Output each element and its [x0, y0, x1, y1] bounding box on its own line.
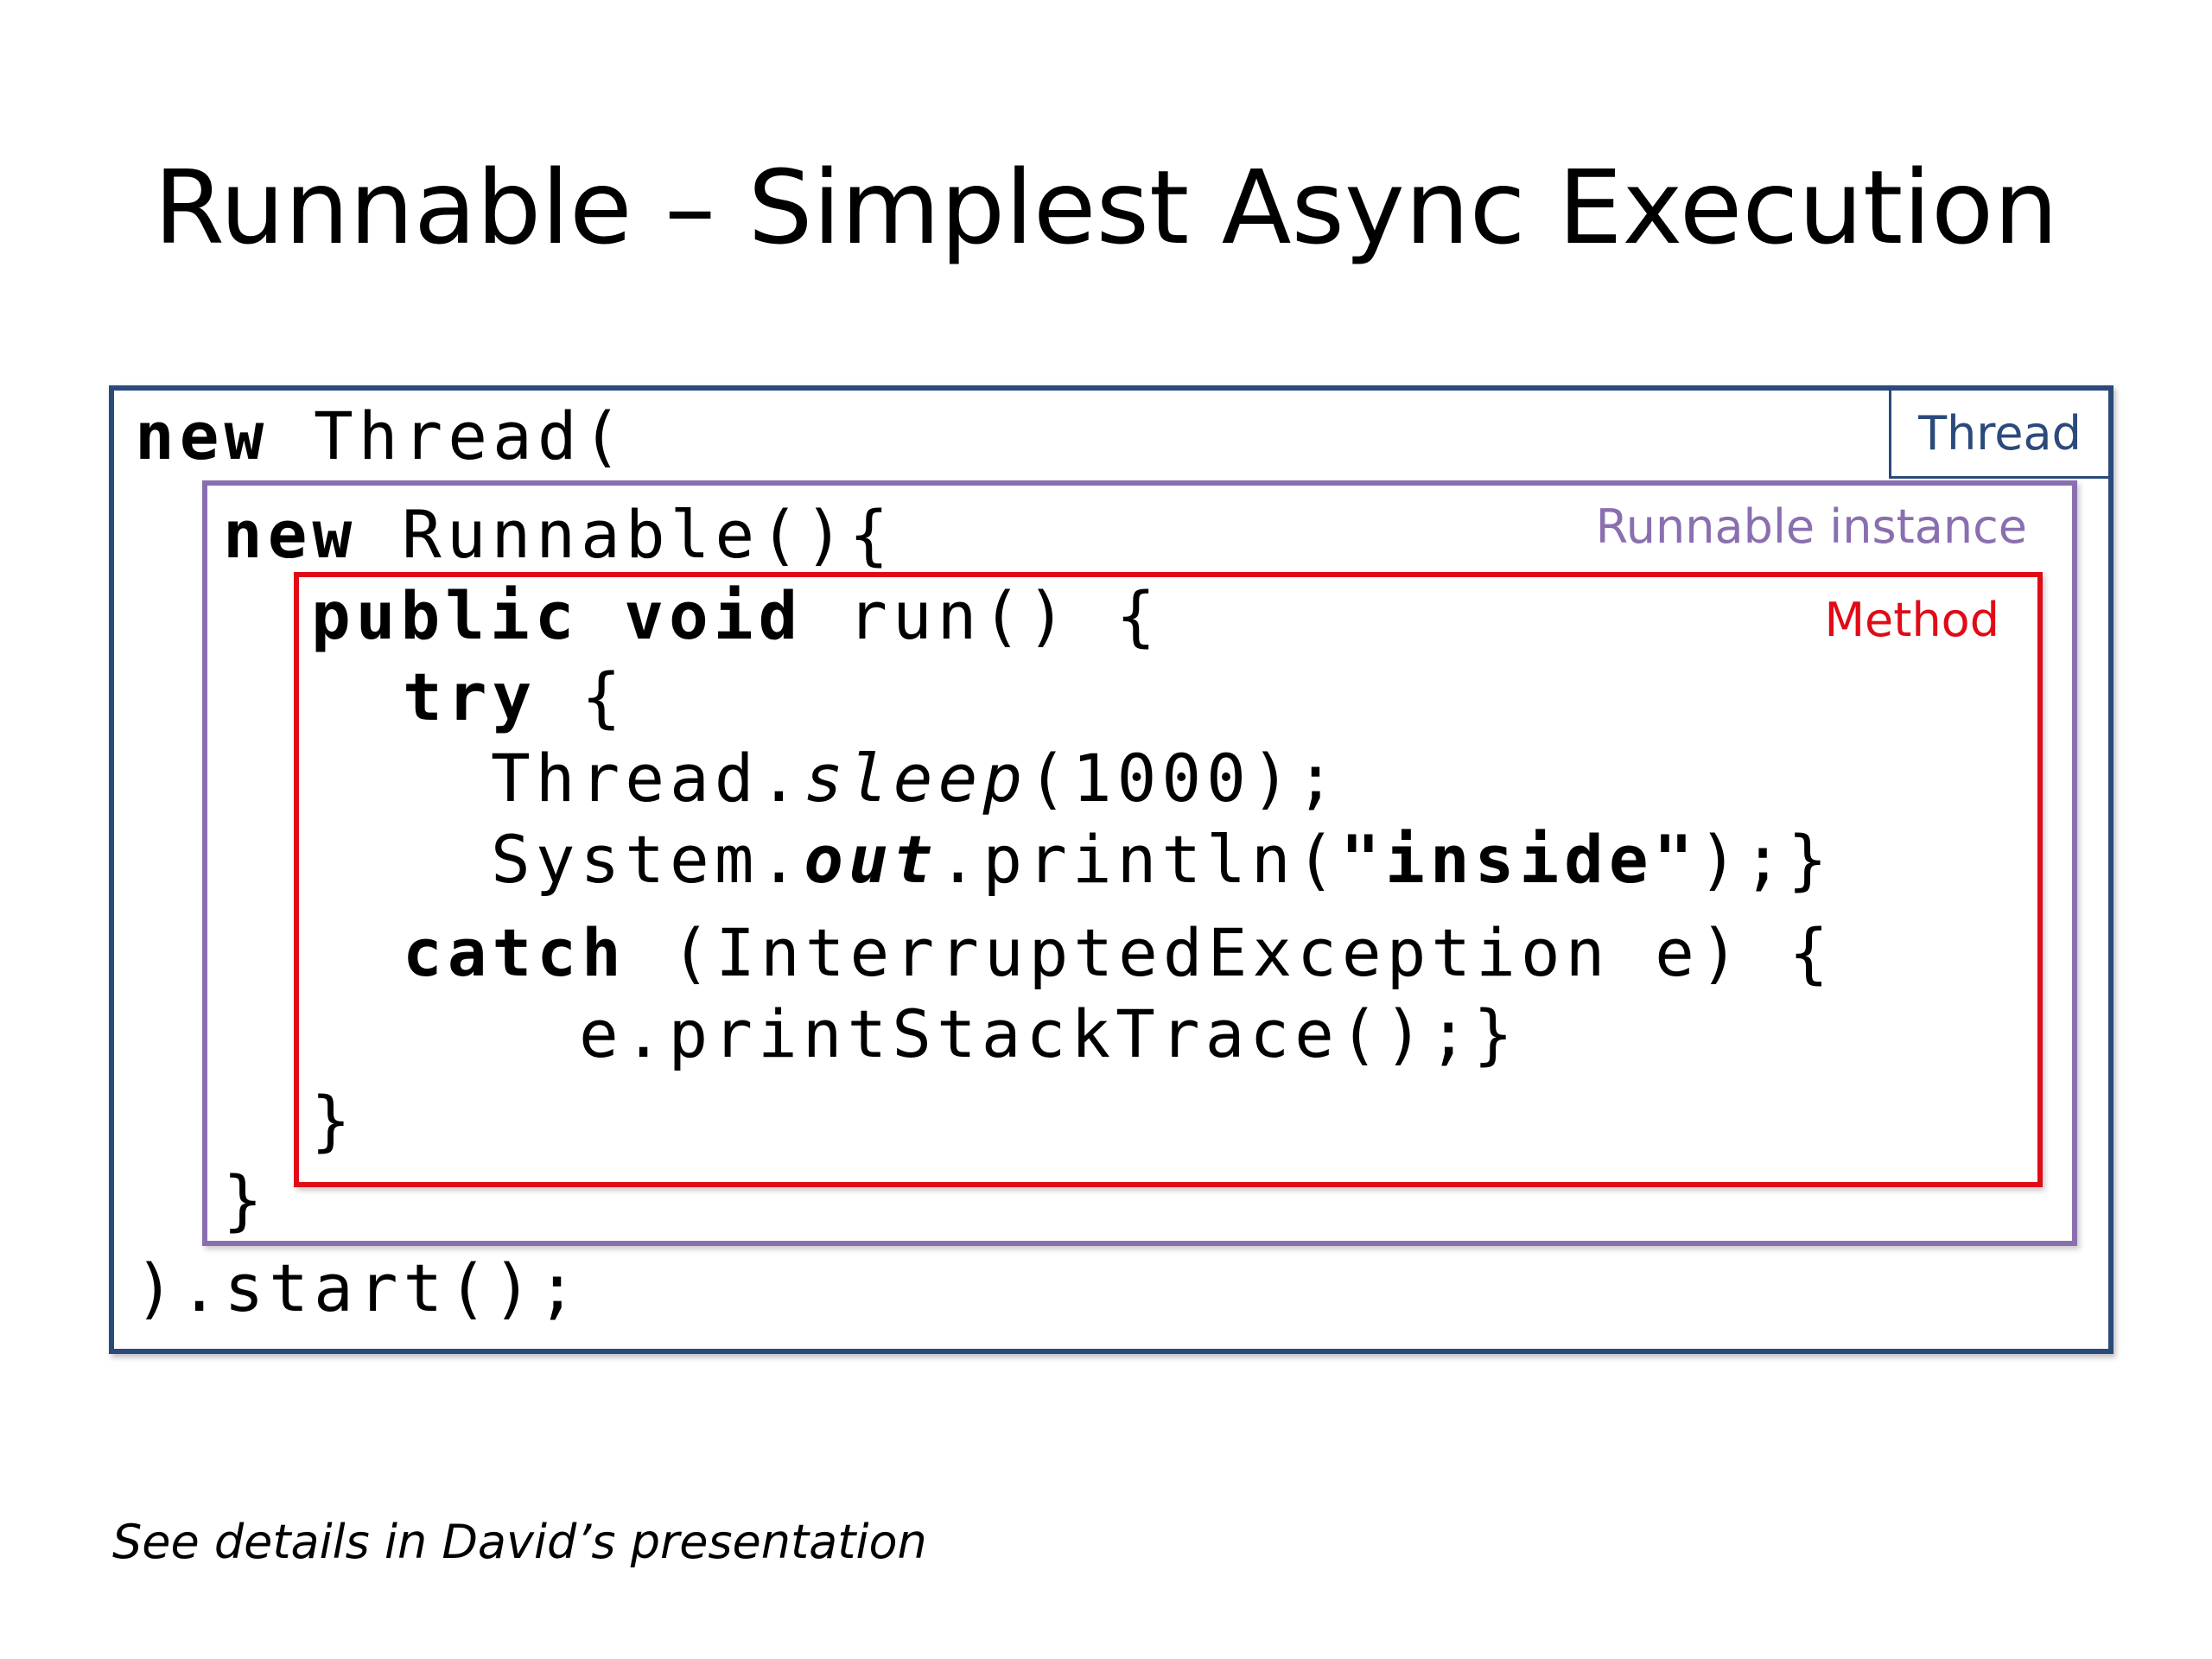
code-line-start: ).start(); — [135, 1249, 582, 1327]
code-keyword: catch — [403, 914, 626, 991]
code-line-close-method: } — [311, 1082, 356, 1160]
code-text: Thread. — [491, 740, 804, 817]
code-keyword: new — [135, 397, 270, 474]
code-keyword: try — [403, 658, 537, 735]
code-line-sleep: Thread.sleep(1000); — [491, 740, 1340, 817]
runnable-label: Runnable instance — [1595, 499, 2027, 554]
code-text: .println( — [938, 821, 1341, 898]
footnote: See details in David’s presentation — [112, 1515, 927, 1569]
code-text: e.printStackTrace();} — [579, 995, 1518, 1072]
slide-title: Runnable – Simplest Async Execution — [153, 148, 2059, 267]
code-line-println: System.out.println("inside");} — [491, 821, 1833, 899]
code-text: ).start(); — [135, 1249, 582, 1326]
thread-box — [109, 385, 2113, 1354]
code-text: Runnable(){ — [357, 496, 894, 573]
code-text: );} — [1698, 821, 1833, 898]
code-string-literal: "inside" — [1340, 821, 1699, 898]
code-line-new-thread: new Thread( — [135, 397, 626, 475]
code-line-catch: catch (InterruptedException e) { — [403, 914, 1834, 992]
code-text: Thread( — [269, 397, 627, 474]
runnable-box — [202, 480, 2077, 1246]
thread-label: Thread — [1889, 391, 2108, 479]
code-keyword: public void — [311, 577, 804, 654]
method-box — [294, 572, 2043, 1187]
code-line-try: try { — [403, 658, 626, 736]
code-keyword: new — [223, 496, 358, 573]
code-text: (1000); — [1027, 740, 1341, 817]
code-text: (InterruptedException e) { — [626, 914, 1834, 991]
code-text: System. — [491, 821, 804, 898]
code-static-method: sleep — [804, 740, 1028, 817]
code-line-new-runnable: new Runnable(){ — [223, 496, 893, 574]
code-static-field: out — [804, 821, 938, 898]
code-text: } — [311, 1082, 356, 1159]
code-line-print-stack-trace: e.printStackTrace();} — [579, 995, 1518, 1073]
code-line-run-method: public void run() { — [311, 577, 1160, 655]
code-line-close-runnable: } — [223, 1161, 268, 1239]
code-text: run() { — [803, 577, 1161, 654]
method-label: Method — [1824, 593, 1999, 647]
code-text: { — [537, 658, 626, 735]
code-text: } — [223, 1161, 268, 1238]
